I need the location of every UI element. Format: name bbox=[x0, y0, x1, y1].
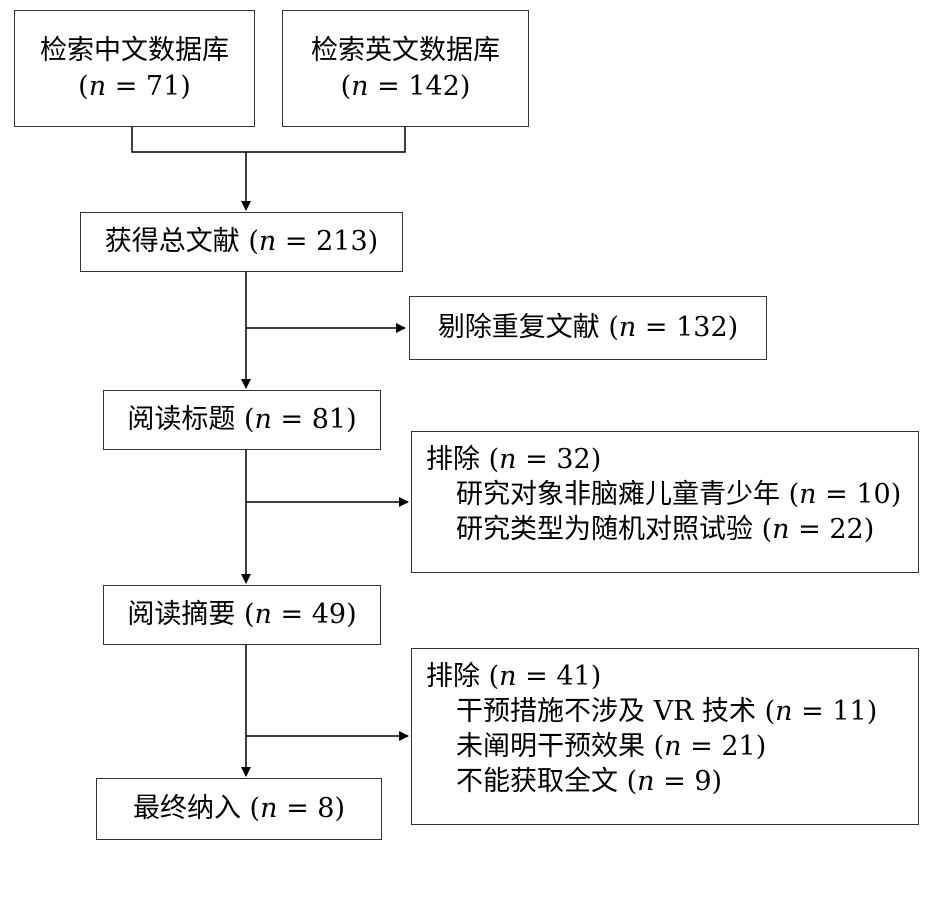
chinese-database-label: 检索中文数据库 bbox=[40, 35, 229, 67]
exclusion-2-reason-3: 不能获取全文 (n = 9) bbox=[456, 766, 723, 798]
exclusion-2-header: 排除 (n = 41) bbox=[426, 661, 602, 692]
english-database-box: 检索英文数据库 (n = 142) bbox=[282, 10, 529, 127]
english-database-count: (n = 142) bbox=[340, 70, 471, 102]
abstract-screening-box: 阅读摘要 (n = 49) bbox=[103, 585, 381, 645]
final-included-text: 最终纳入 (n = 8) bbox=[132, 793, 346, 825]
title-screening-text: 阅读标题 (n = 81) bbox=[127, 404, 357, 436]
exclusion-1-header: 排除 (n = 32) bbox=[426, 444, 602, 475]
exclusion-box-1: 排除 (n = 32) 研究对象非脑瘫儿童青少年 (n = 10) 研究类型为随… bbox=[411, 431, 919, 573]
duplicates-removed-box: 剔除重复文献 (n = 132) bbox=[409, 296, 767, 360]
exclusion-1-reason-2: 研究类型为随机对照试验 (n = 22) bbox=[456, 514, 875, 546]
abstract-screening-text: 阅读摘要 (n = 49) bbox=[127, 599, 357, 631]
exclusion-1-reason-1: 研究对象非脑瘫儿童青少年 (n = 10) bbox=[456, 479, 902, 511]
title-screening-box: 阅读标题 (n = 81) bbox=[103, 390, 381, 450]
total-records-box: 获得总文献 (n = 213) bbox=[80, 212, 403, 272]
merge-connector bbox=[131, 127, 406, 153]
exclusion-2-reason-2: 未阐明干预效果 (n = 21) bbox=[456, 731, 767, 763]
total-records-text: 获得总文献 (n = 213) bbox=[104, 226, 379, 258]
final-included-box: 最终纳入 (n = 8) bbox=[96, 778, 382, 840]
chinese-database-box: 检索中文数据库 (n = 71) bbox=[14, 10, 255, 127]
exclusion-box-2: 排除 (n = 41) 干预措施不涉及 VR 技术 (n = 11) 未阐明干预… bbox=[411, 648, 919, 825]
exclusion-2-reason-1: 干预措施不涉及 VR 技术 (n = 11) bbox=[456, 696, 878, 728]
chinese-database-count: (n = 71) bbox=[78, 70, 191, 102]
english-database-label: 检索英文数据库 bbox=[311, 35, 500, 67]
duplicates-removed-text: 剔除重复文献 (n = 132) bbox=[437, 312, 739, 344]
